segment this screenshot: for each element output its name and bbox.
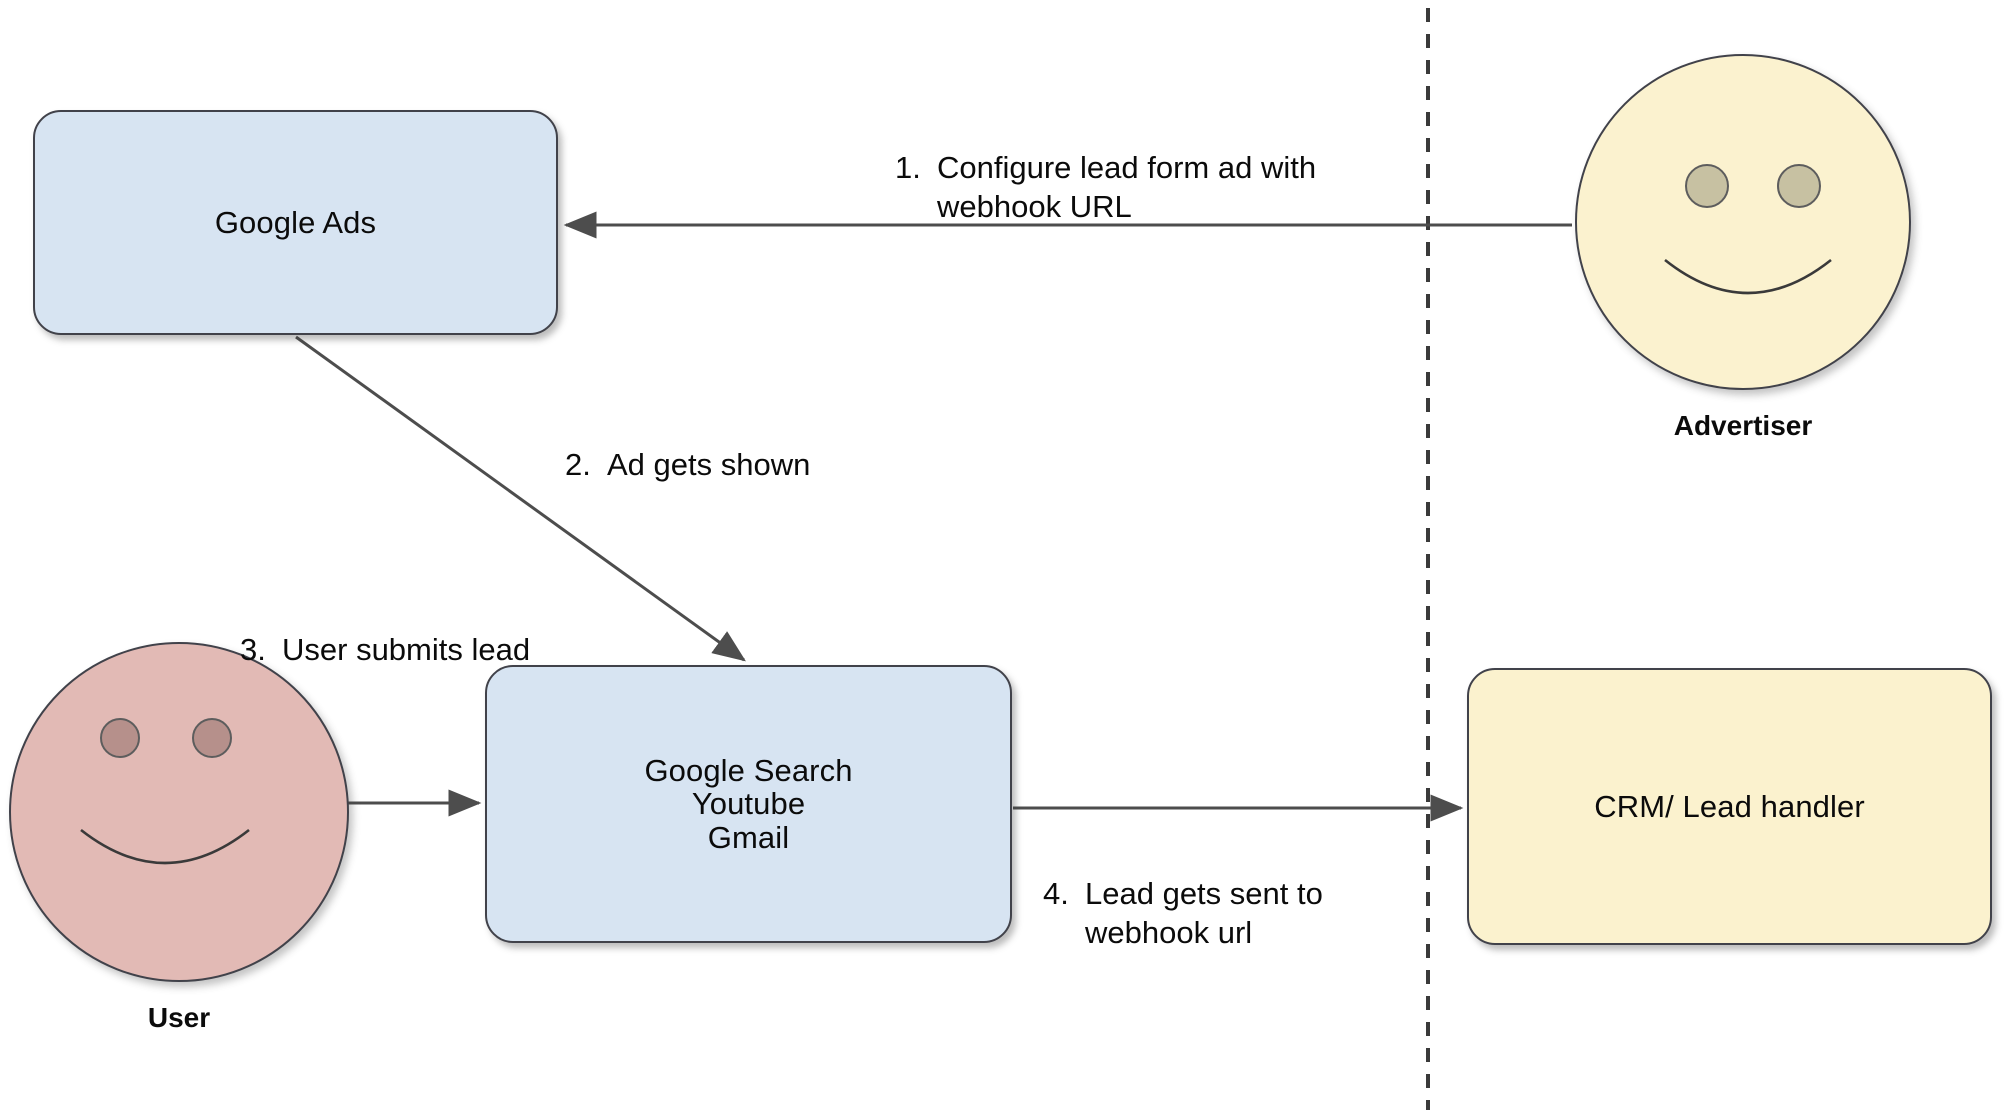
step-2-label: 2. Ad gets shown	[565, 405, 810, 484]
step-2-text: Ad gets shown	[607, 446, 811, 482]
node-advertiser-label: Advertiser	[1673, 410, 1813, 441]
user-right-eye-icon	[192, 718, 232, 758]
step-1-text: Configure lead form ad with webhook URL	[937, 149, 1317, 225]
node-google-surfaces[interactable]: Google Search Youtube Gmail	[485, 665, 1012, 943]
step-3-text: User submits lead	[282, 631, 531, 667]
user-smile-icon	[80, 828, 250, 865]
node-crm-lead-handler[interactable]: CRM/ Lead handler	[1467, 668, 1992, 945]
step-4-label: 4. Lead gets sent to webhook url	[1043, 834, 1323, 953]
advertiser-left-eye-icon	[1685, 164, 1729, 208]
advertiser-right-eye-icon	[1777, 164, 1821, 208]
step-2-number: 2.	[565, 446, 591, 482]
user-face-icon	[9, 642, 349, 982]
node-crm-lead-handler-label: CRM/ Lead handler	[1594, 788, 1865, 824]
node-google-ads-label: Google Ads	[214, 204, 377, 240]
step-3-label: 3. User submits lead	[240, 590, 530, 669]
node-user[interactable]: User	[9, 642, 349, 1033]
step-4-text: Lead gets sent to webhook url	[1085, 875, 1323, 951]
step-1-label: 1. Configure lead form ad with webhook UR…	[895, 108, 1316, 227]
step-4-number: 4.	[1043, 875, 1069, 911]
step-1-number: 1.	[895, 149, 921, 185]
node-google-ads[interactable]: Google Ads	[33, 110, 558, 335]
node-advertiser[interactable]: Advertiser	[1575, 54, 1911, 441]
step-3-number: 3.	[240, 631, 266, 667]
user-left-eye-icon	[100, 718, 140, 758]
advertiser-smile-icon	[1664, 258, 1832, 295]
advertiser-face-icon	[1575, 54, 1911, 390]
node-user-label: User	[147, 1002, 211, 1033]
node-google-surfaces-label: Google Search Youtube Gmail	[644, 752, 853, 855]
